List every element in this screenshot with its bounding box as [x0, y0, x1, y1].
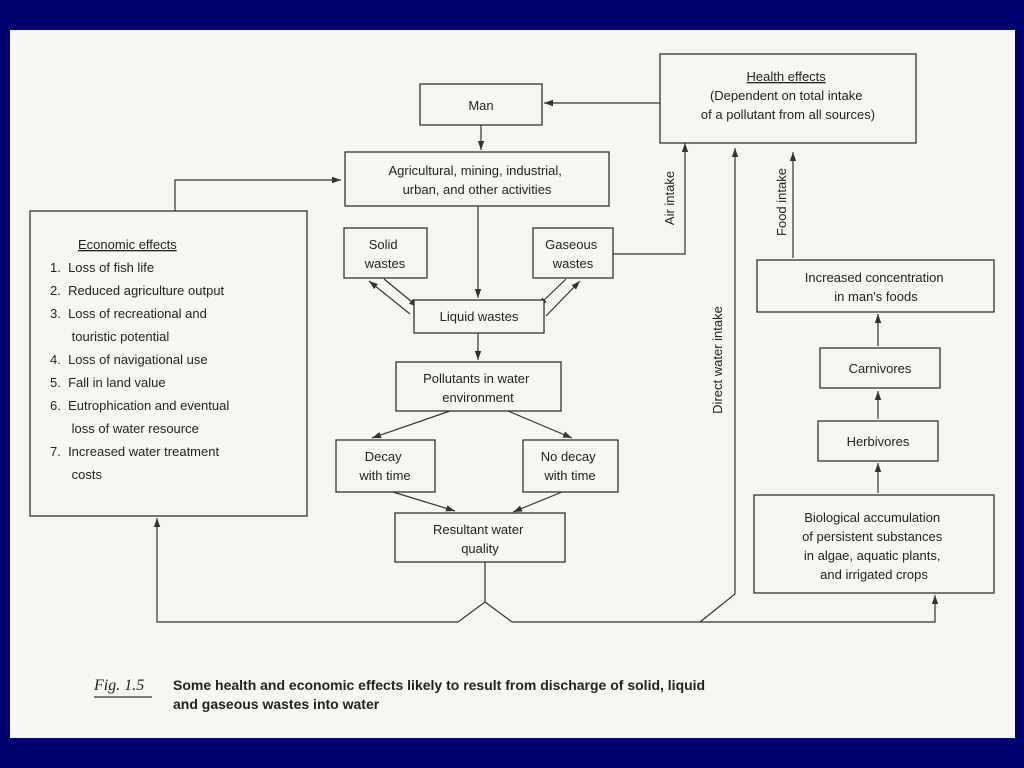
activities-box — [344, 151, 610, 207]
arrow-pollutants-to-decay — [371, 410, 451, 439]
activities-label: Agricultural, mining, industrial, urban,… — [388, 163, 565, 197]
figure-caption: Some health and economic effects likely … — [173, 677, 709, 712]
gaseous-wastes-label: Gaseous wastes — [545, 237, 601, 271]
no-decay-label: No decay with time — [541, 449, 600, 483]
carnivores-label: Carnivores — [849, 361, 912, 376]
man-box — [419, 83, 543, 126]
bio-accumulation-label: Biological accumulation of persistent su… — [802, 510, 946, 582]
arrow-economic-to-activities — [174, 176, 341, 211]
resultant-water-box — [394, 512, 566, 563]
economic-effects-list: 1. Loss of fish life 2. Reduced agricult… — [10, 30, 247, 482]
herbivores-label: Herbivores — [847, 434, 910, 449]
arrow-gaseous-air-intake-to-health — [613, 143, 689, 255]
solid-wastes-label: Solid wastes — [364, 237, 406, 271]
arrow-pollutants-to-nodecay — [507, 410, 573, 439]
arrow-liquid-to-gaseous — [545, 280, 581, 317]
decay-box — [335, 439, 436, 493]
economic-effects-box — [29, 210, 308, 517]
resultant-outflow-fork — [457, 562, 486, 623]
bio-accumulation-box — [753, 494, 995, 594]
direct-water-intake-label: Direct water intake — [710, 306, 725, 414]
arrow-direct-water-intake-to-health — [512, 148, 739, 623]
food-intake-label: Food intake — [774, 168, 789, 236]
no-decay-box — [522, 439, 619, 493]
health-effects-box — [659, 53, 917, 144]
arrow-nodecay-to-resultant — [512, 491, 563, 513]
health-effects-label: Health effects (Dependent on total intak… — [701, 69, 875, 122]
liquid-wastes-box — [413, 299, 545, 334]
air-intake-label: Air intake — [662, 171, 677, 225]
decay-label: Decay with time — [358, 449, 410, 483]
pollutants-box — [395, 361, 562, 412]
arrow-to-economic — [153, 518, 458, 623]
arrow-solid-to-liquid — [383, 278, 419, 308]
economic-effects-title: Economic effects — [78, 237, 177, 252]
man-label: Man — [468, 98, 493, 113]
flow-diagram: Man Agricultural, mining, industrial, ur… — [10, 30, 995, 712]
figure-number: Fig. 1.5 — [93, 677, 144, 694]
gaseous-wastes-box — [532, 227, 614, 279]
figure-sheet: Man Agricultural, mining, industrial, ur… — [10, 30, 1015, 738]
arrow-decay-to-resultant — [392, 491, 456, 512]
increased-concentration-label: Increased concentration in man's foods — [805, 270, 947, 304]
arrow-liquid-to-solid — [368, 280, 411, 315]
herbivores-box — [817, 420, 939, 462]
connectors — [153, 99, 939, 623]
pollutants-label: Pollutants in water environment — [423, 371, 533, 405]
arrow-to-bio-accumulation — [700, 595, 939, 623]
resultant-water-label: Resultant water quality — [433, 522, 527, 556]
liquid-wastes-label: Liquid wastes — [440, 309, 519, 324]
carnivores-box — [819, 347, 941, 389]
increased-concentration-box — [756, 259, 995, 313]
resultant-outflow-right — [484, 601, 513, 623]
solid-wastes-box — [343, 227, 428, 279]
